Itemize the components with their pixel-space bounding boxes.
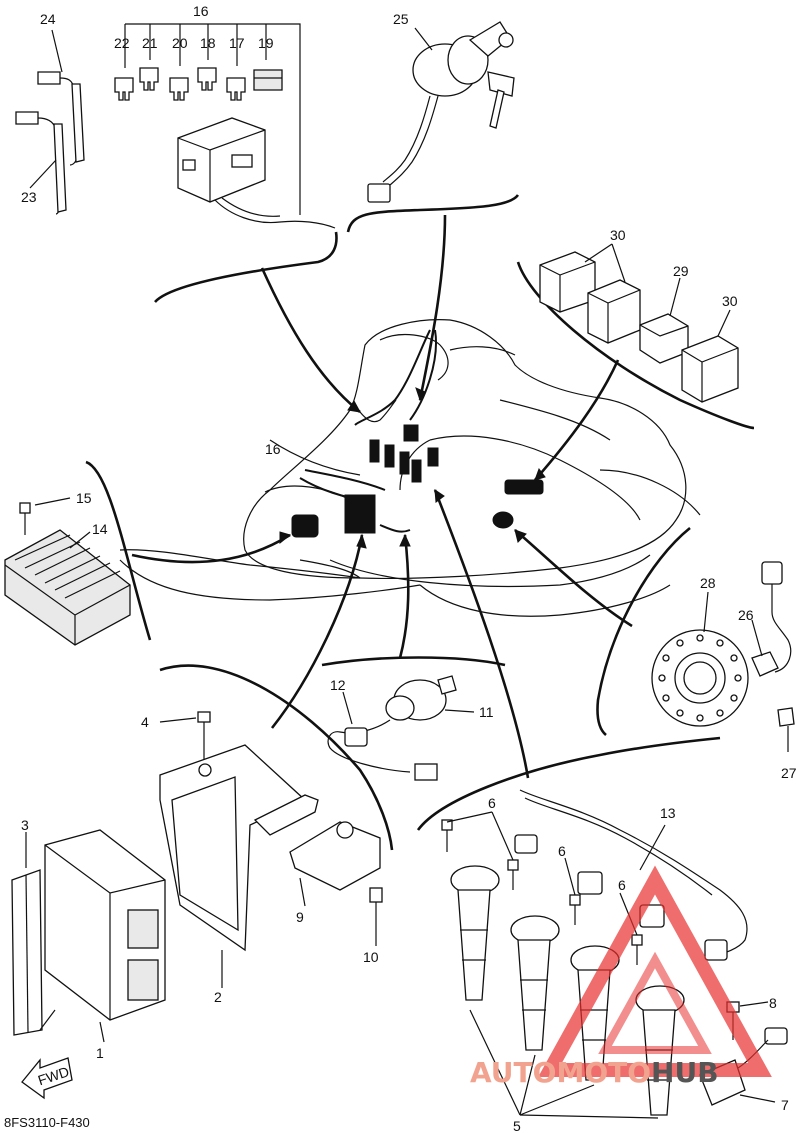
pressure-sensor-assembly [327, 675, 475, 781]
callout-30a: 30 [610, 227, 626, 243]
callout-20: 20 [172, 35, 188, 51]
callout-18: 18 [200, 35, 216, 51]
pickup-mark [492, 511, 514, 529]
callout-29: 29 [673, 263, 689, 279]
fuse-box [177, 117, 336, 229]
callout-5: 5 [513, 1118, 521, 1133]
watermark-triangle-icon [538, 865, 772, 1077]
svg-text:AUTOMOTOHUB: AUTOMOTOHUB [470, 1056, 719, 1089]
relay-mark [504, 479, 544, 495]
callout-9: 9 [296, 909, 304, 925]
diagram-code: 8FS3110-F430 [4, 1115, 90, 1130]
ecu-connector-b [127, 959, 159, 1001]
callout-14: 14 [92, 521, 108, 537]
callout-28: 28 [700, 575, 716, 591]
fuse-marks [369, 439, 439, 483]
callout-2: 2 [214, 989, 222, 1005]
callout-6a: 6 [488, 795, 496, 811]
callout-25: 25 [393, 11, 409, 27]
callout-8: 8 [769, 995, 777, 1011]
callout-10: 10 [363, 949, 379, 965]
callout-22: 22 [114, 35, 130, 51]
callout-3: 3 [21, 817, 29, 833]
callout-24: 24 [40, 11, 56, 27]
callout-17: 17 [229, 35, 245, 51]
callout-6c: 6 [618, 877, 626, 893]
watermark-auto: AUTO [470, 1056, 556, 1089]
fuse-box-assembly [114, 23, 336, 229]
ignition-coils [441, 789, 788, 1119]
leader-arrows [131, 214, 633, 779]
wire-harness [291, 329, 544, 538]
watermark-moto: MOTO [556, 1056, 651, 1089]
rectifier-regulator [4, 497, 131, 646]
callout-30b: 30 [722, 293, 738, 309]
watermark-hub: HUB [651, 1056, 719, 1089]
blade-fuses [114, 67, 283, 101]
crank-sensor-assembly [651, 561, 795, 752]
callout-4: 4 [141, 714, 149, 730]
cable-bands [15, 29, 85, 215]
group-outlines [85, 194, 755, 851]
callout-11: 11 [479, 704, 494, 720]
coil-2 [510, 915, 560, 1051]
callout-16-top: 16 [193, 3, 209, 19]
callout-19: 19 [258, 35, 274, 51]
sensor-mark [403, 424, 419, 442]
callout-21: 21 [142, 35, 158, 51]
snowmobile-outline [119, 319, 701, 617]
callout-13: 13 [660, 805, 676, 821]
callout-23: 23 [21, 189, 37, 205]
callout-27: 27 [781, 765, 797, 781]
coil-1 [450, 865, 500, 1001]
watermark-inner-triangle-icon [598, 951, 712, 1054]
ignition-switch [367, 21, 515, 203]
callout-26: 26 [738, 607, 754, 623]
callout-16-mid: 16 [265, 441, 281, 457]
callout-15: 15 [76, 490, 92, 506]
ecu-assembly [11, 711, 383, 1043]
relay-block-mark [344, 494, 376, 534]
ecu-connector-a [127, 909, 159, 949]
callout-labels: 1 2 3 4 5 6 6 6 7 8 9 10 11 12 13 14 15 … [21, 3, 797, 1133]
callout-7: 7 [781, 1097, 789, 1113]
rectifier-mark [291, 514, 319, 538]
fwd-arrow: FWD [21, 1057, 73, 1100]
relays [539, 243, 739, 403]
heat-fins [14, 534, 121, 599]
coil-4 [635, 985, 685, 1116]
automotohub-watermark: AUTOMOTOHUB [470, 865, 772, 1089]
callout-6b: 6 [558, 843, 566, 859]
callout-12: 12 [330, 677, 346, 693]
rotor-holes [658, 634, 742, 722]
callout-1: 1 [96, 1045, 104, 1061]
